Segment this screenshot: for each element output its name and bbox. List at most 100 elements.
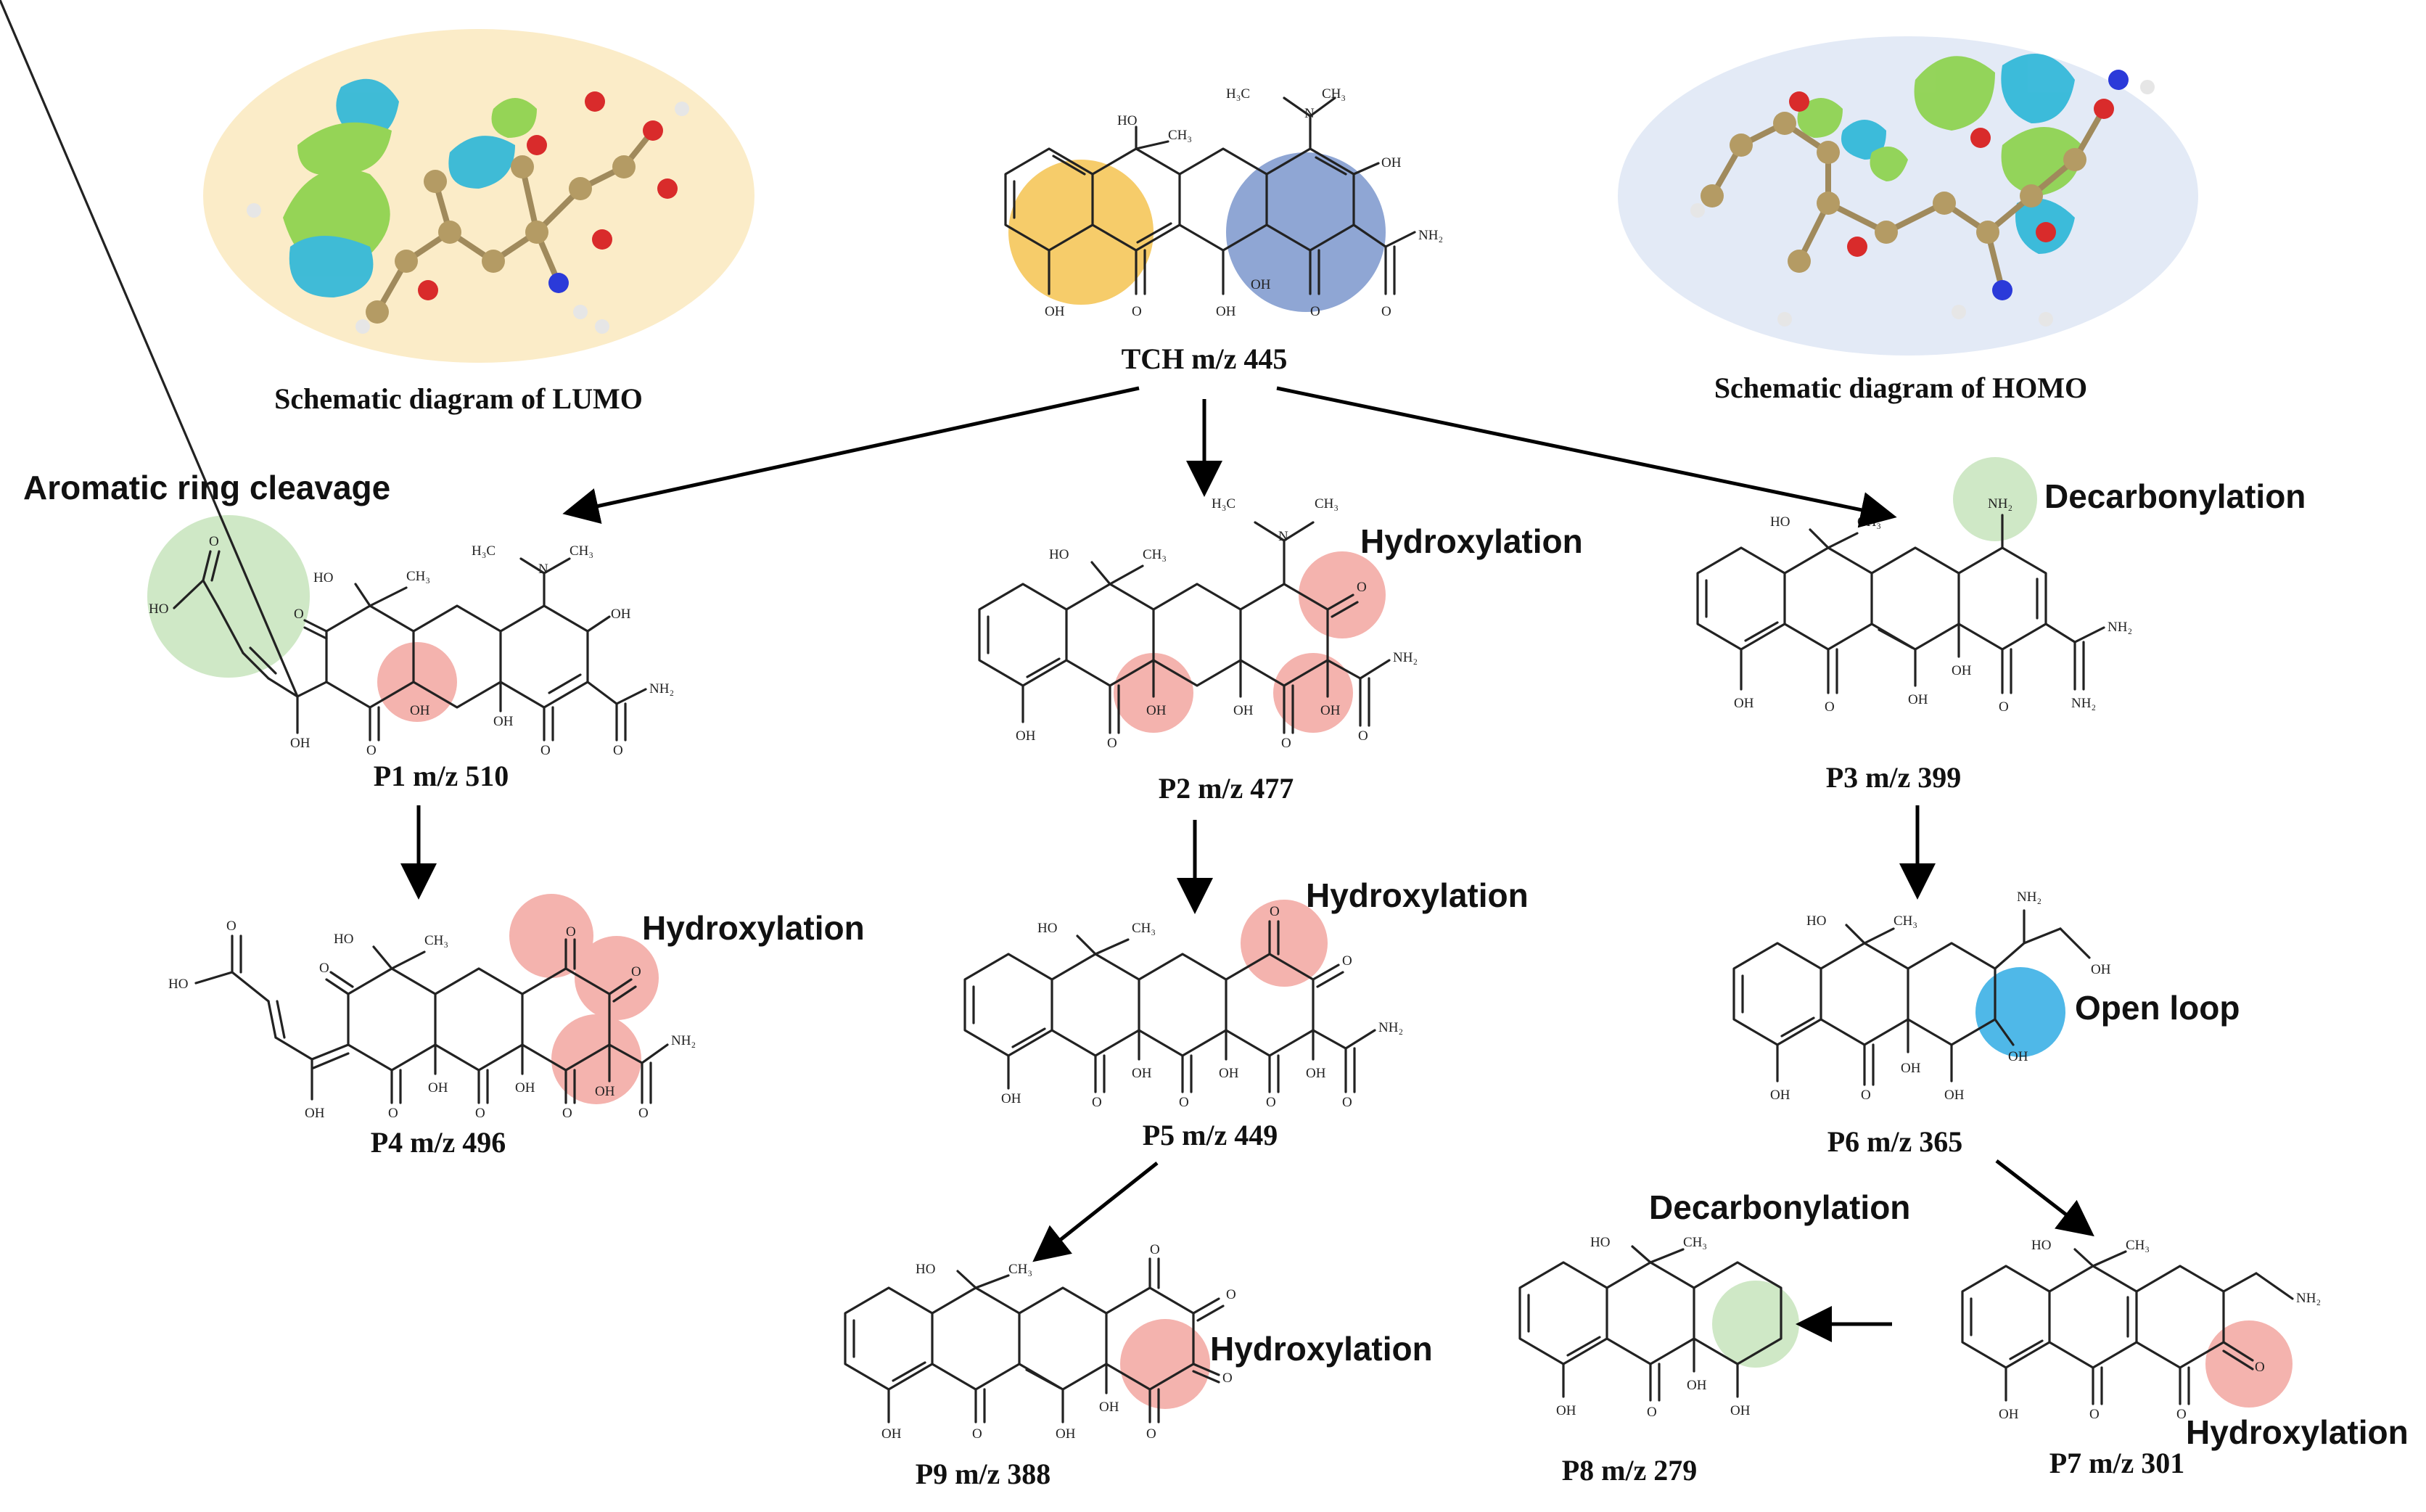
- p1-structure: OH O OH O O NH₂ OH N H₃C CH₃ O HO CH₃ O …: [0, 0, 674, 792]
- atom-label: OH: [410, 703, 430, 718]
- atom-label: O: [1281, 736, 1291, 751]
- atom-label: HO: [1117, 113, 1137, 128]
- atom-label: OH: [1306, 1066, 1326, 1081]
- atom-label: OH: [611, 607, 631, 622]
- atom-label: NH₂: [1393, 650, 1418, 665]
- atom-label: OH: [1556, 1403, 1576, 1418]
- p3-reaction-label: Decarbonylation: [2044, 477, 2306, 515]
- p4-reaction-label: Hydroxylation: [642, 909, 865, 947]
- atom-label: OH: [1770, 1088, 1790, 1103]
- atom-label: O: [540, 743, 551, 758]
- atom-label: NH₂: [2017, 889, 2041, 905]
- p9-structure: OH O OH OH O O O O HO CH₃ Hydroxylation …: [844, 1242, 1433, 1490]
- atom-label: OH: [1251, 277, 1271, 292]
- atom-label: O: [1381, 304, 1391, 319]
- lumo-caption: Schematic diagram of LUMO: [274, 382, 643, 415]
- atom-label: H₃C: [1212, 496, 1235, 511]
- atom-label: OH: [1001, 1091, 1021, 1106]
- p3-label: P3 m/z 399: [1826, 761, 1962, 794]
- atom-label: OH: [290, 736, 311, 751]
- atom-label: O: [1222, 1371, 1233, 1386]
- atom-label: CH₃: [2126, 1238, 2150, 1253]
- atom-label: O: [1270, 904, 1280, 919]
- p8-structure: OH O OH OH HO CH₃ Decarbonylation P8 m/z…: [1518, 1188, 1910, 1487]
- atom-label: O: [972, 1426, 982, 1442]
- tch-structure: OH O OH OH O O NH₂ OH N H₃C CH₃ HO CH₃ T…: [1004, 86, 1443, 375]
- atom-label: OH: [595, 1084, 615, 1099]
- atom-label: O: [319, 961, 329, 976]
- p6-reaction-label: Open loop: [2075, 989, 2240, 1027]
- p8-label: P8 m/z 279: [1562, 1454, 1698, 1487]
- atom-label: O: [1179, 1095, 1189, 1110]
- p4-structure: OH O OH O OH O OH O NH₂ O O O HO CH₃ O H…: [168, 894, 865, 1159]
- atom-label: O: [1358, 728, 1368, 744]
- p2-label: P2 m/z 477: [1159, 772, 1294, 805]
- atom-label: HO: [1049, 547, 1069, 562]
- p9-label: P9 m/z 388: [916, 1458, 1051, 1490]
- atom-label: HO: [334, 932, 353, 947]
- atom-label: O: [1146, 1426, 1156, 1442]
- homo-orbital-picture: Schematic diagram of HOMO: [1618, 36, 2198, 404]
- p2-structure: OH O OH OH O OH O NH₂ O N H₃C CH₃ HO CH₃…: [978, 496, 1583, 805]
- atom-label: N: [1278, 529, 1288, 544]
- atom-label: HO: [149, 601, 168, 617]
- atom-label: OH: [1730, 1403, 1751, 1418]
- atom-label: OH: [515, 1080, 535, 1096]
- atom-label: OH: [1099, 1400, 1119, 1415]
- atom-label: HO: [1806, 913, 1826, 929]
- atom-label: OH: [1901, 1061, 1921, 1076]
- atom-label: O: [566, 924, 576, 940]
- atom-label: N: [538, 562, 548, 577]
- atom-label: O: [2255, 1360, 2265, 1375]
- atom-label: HO: [168, 977, 188, 992]
- atom-label: NH₂: [1988, 496, 2012, 511]
- p1-label: P1 m/z 510: [374, 760, 509, 792]
- atom-label: NH₂: [2108, 620, 2132, 635]
- atom-label: O: [1107, 736, 1117, 751]
- p2-reaction-label: Hydroxylation: [1360, 522, 1583, 560]
- atom-label: O: [475, 1106, 485, 1121]
- atom-label: HO: [313, 570, 333, 586]
- atom-label: HO: [1590, 1235, 1610, 1250]
- atom-label: O: [1342, 1095, 1352, 1110]
- atom-label: CH₃: [1322, 86, 1346, 102]
- atom-label: OH: [1233, 703, 1254, 718]
- atom-label: NH₂: [2296, 1291, 2321, 1306]
- atom-label: OH: [1687, 1378, 1707, 1393]
- atom-label: H₃C: [472, 543, 496, 559]
- atom-label: NH₂: [2071, 696, 2096, 711]
- atom-label: O: [2089, 1407, 2100, 1422]
- atom-label: OH: [1056, 1426, 1076, 1442]
- atom-label: OH: [1216, 304, 1236, 319]
- atom-label: OH: [2008, 1049, 2028, 1064]
- atom-label: O: [2176, 1407, 2187, 1422]
- atom-label: O: [1357, 580, 1367, 595]
- homo-caption: Schematic diagram of HOMO: [1714, 371, 2087, 404]
- atom-label: OH: [1944, 1088, 1965, 1103]
- atom-label: CH₃: [1315, 496, 1339, 511]
- atom-label: O: [1825, 699, 1835, 715]
- atom-label: CH₃: [406, 569, 430, 584]
- atom-label: O: [209, 534, 219, 549]
- atom-label: OH: [428, 1080, 448, 1096]
- atom-label: NH₂: [649, 681, 674, 697]
- tch-label: TCH m/z 445: [1122, 342, 1288, 375]
- p5-label: P5 m/z 449: [1143, 1119, 1278, 1151]
- atom-label: OH: [1132, 1066, 1152, 1081]
- atom-label: OH: [1999, 1407, 2019, 1422]
- atom-label: CH₃: [1168, 128, 1192, 143]
- atom-label: OH: [493, 714, 514, 729]
- atom-label: CH₃: [1893, 913, 1917, 929]
- atom-label: CH₃: [424, 933, 448, 948]
- atom-label: O: [1861, 1088, 1871, 1103]
- atom-label: HO: [1037, 921, 1057, 936]
- atom-label: O: [388, 1106, 398, 1121]
- atom-label: O: [1342, 953, 1352, 969]
- atom-label: OH: [1146, 703, 1167, 718]
- atom-label: O: [562, 1106, 572, 1121]
- pathway-arrows: [400, 386, 2094, 1342]
- atom-label: HO: [2031, 1238, 2051, 1253]
- atom-label: CH₃: [1143, 547, 1167, 562]
- atom-label: OH: [1381, 155, 1402, 170]
